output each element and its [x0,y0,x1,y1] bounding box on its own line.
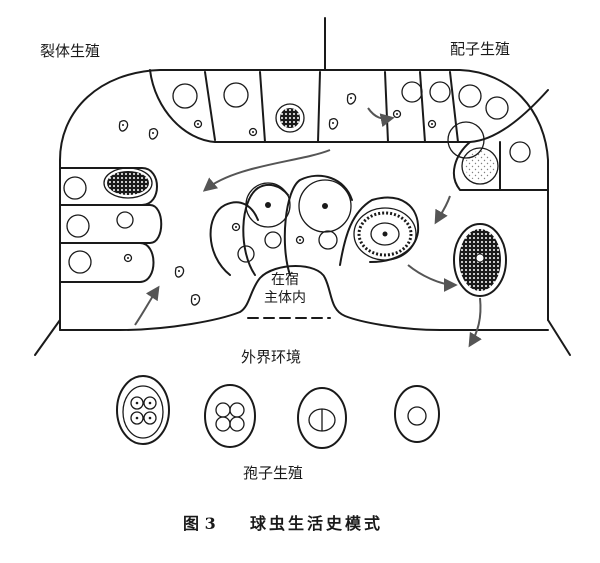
top-cell-parasites [172,81,509,137]
mature-macrogamete [453,223,507,297]
left-schizont-cells [59,167,163,283]
figure-caption: 球虫生活史模式 [250,514,383,533]
top-host-cells [149,69,549,143]
gametogony-label: 配子生殖 [450,40,510,58]
host-cell-base [59,265,549,331]
oocyst-four-sporoblasts [204,384,256,448]
in-host-label-line1: 在宿 [271,271,299,288]
sporogony-label: 孢子生殖 [243,464,303,482]
free-sporozoites [118,93,357,306]
host-outline [34,17,571,356]
external-environment-label: 外界环境 [241,348,301,366]
cycle-arrows [134,107,482,348]
figure-number: 图 3 [183,514,216,533]
central-cell-cluster [209,174,420,276]
right-gametocyte-cells [447,121,549,191]
schizogony-label: 裂体生殖 [40,42,100,60]
oocyst-sporulated [116,375,170,445]
oocyst-unsporulated [394,385,440,443]
oocyst-dividing-sporont [297,387,347,449]
in-host-label-line2: 主体内 [264,290,306,306]
